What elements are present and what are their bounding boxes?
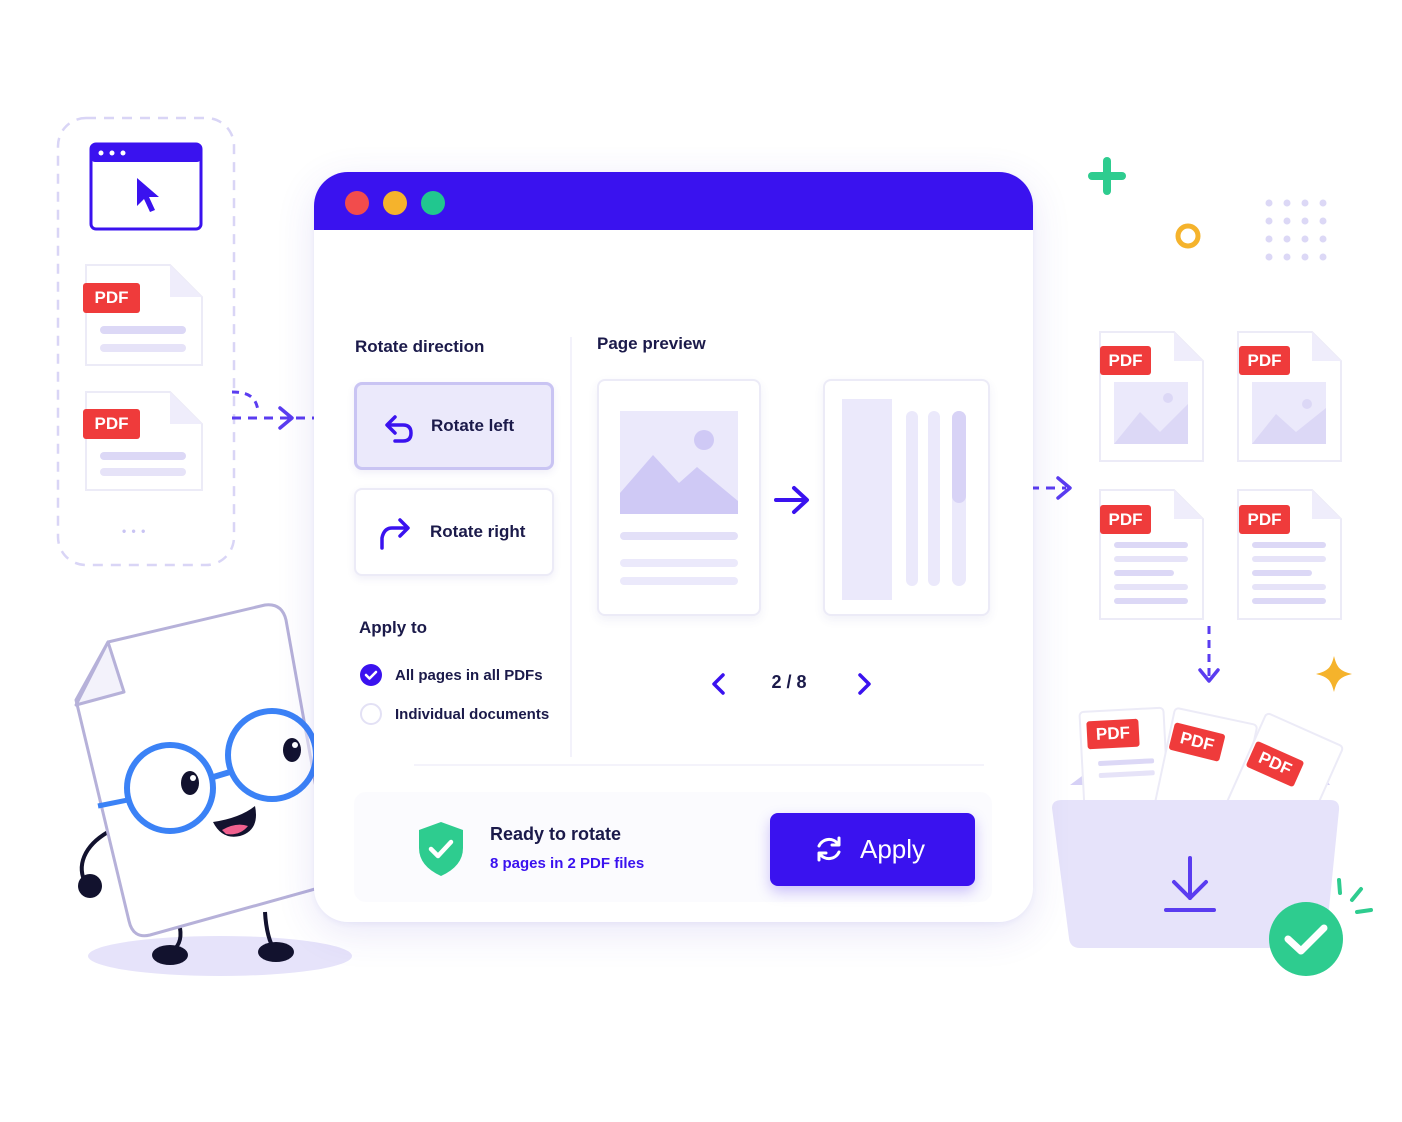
preview-page-rotated	[823, 379, 990, 616]
right-pdf-badge-1: PDF	[1100, 346, 1151, 375]
column-divider	[570, 337, 572, 757]
rotate-right-icon	[380, 518, 410, 550]
right-pdf-badge-4: PDF	[1239, 505, 1290, 534]
star-sparkle-icon	[1316, 656, 1352, 692]
rotate-left-button[interactable]: Rotate left	[354, 382, 554, 470]
radio-all-pages[interactable]	[360, 664, 382, 686]
window-maximize-dot[interactable]	[421, 191, 445, 215]
page-thumbnail-original	[620, 411, 738, 585]
window-minimize-dot[interactable]	[383, 191, 407, 215]
preview-page-original	[597, 379, 761, 616]
right-pdf-badge-2: PDF	[1239, 346, 1290, 375]
apply-to-label: Apply to	[359, 618, 427, 637]
checkmark-icon	[364, 670, 378, 680]
window-titlebar	[314, 172, 1033, 230]
next-page-button[interactable]	[852, 670, 876, 698]
page-thumbnail-rotated	[842, 399, 966, 600]
dot-grid-decoration	[1265, 199, 1327, 261]
apply-button-label: Apply	[860, 834, 926, 864]
status-title: Ready to rotate	[490, 824, 622, 844]
rotate-right-button[interactable]: Rotate right	[354, 488, 554, 576]
success-check-icon	[1269, 878, 1373, 976]
rotate-left-label: Rotate left	[431, 416, 515, 435]
individual-documents-label: Individual documents	[395, 705, 550, 723]
window-close-dot[interactable]	[345, 191, 369, 215]
left-pdf-doc-2	[85, 391, 203, 491]
download-arrow-icon	[1164, 856, 1216, 912]
footer-divider	[414, 764, 984, 766]
plus-sparkle-icon	[1088, 157, 1126, 195]
preview-arrow-icon	[774, 486, 809, 514]
shield-check-icon	[419, 822, 463, 876]
left-pdf-badge-1: PDF	[83, 283, 140, 313]
page-preview-label: Page preview	[597, 334, 706, 353]
ring-decoration	[1175, 223, 1201, 249]
folder-pdf-badge-1: PDF	[1086, 718, 1140, 750]
all-pages-label: All pages in all PDFs	[395, 666, 543, 684]
status-detail: 8 pages in 2 PDF files	[490, 855, 645, 872]
previous-page-button[interactable]	[707, 670, 731, 698]
radio-individual-documents[interactable]	[360, 703, 382, 725]
rotate-direction-label: Rotate direction	[355, 337, 485, 356]
rotate-pdf-window: Rotate direction Rotate left Rotate righ…	[314, 172, 1033, 922]
left-pdf-badge-2: PDF	[83, 409, 140, 439]
left-pdf-doc-1	[85, 264, 203, 366]
rotate-right-label: Rotate right	[430, 522, 526, 541]
more-files-ellipsis: • • •	[122, 524, 147, 538]
browser-window-icon	[89, 142, 203, 231]
option-all-pages[interactable]: All pages in all PDFs	[360, 663, 543, 687]
rotate-left-icon	[385, 415, 413, 443]
apply-button[interactable]: Apply	[770, 813, 975, 886]
right-pdf-badge-3: PDF	[1100, 505, 1151, 534]
refresh-icon	[817, 836, 841, 862]
mascot-character	[74, 603, 422, 976]
option-individual-documents[interactable]: Individual documents	[360, 702, 549, 726]
dashed-arrow-down	[1198, 626, 1220, 683]
page-counter: 2 / 8	[771, 672, 807, 692]
